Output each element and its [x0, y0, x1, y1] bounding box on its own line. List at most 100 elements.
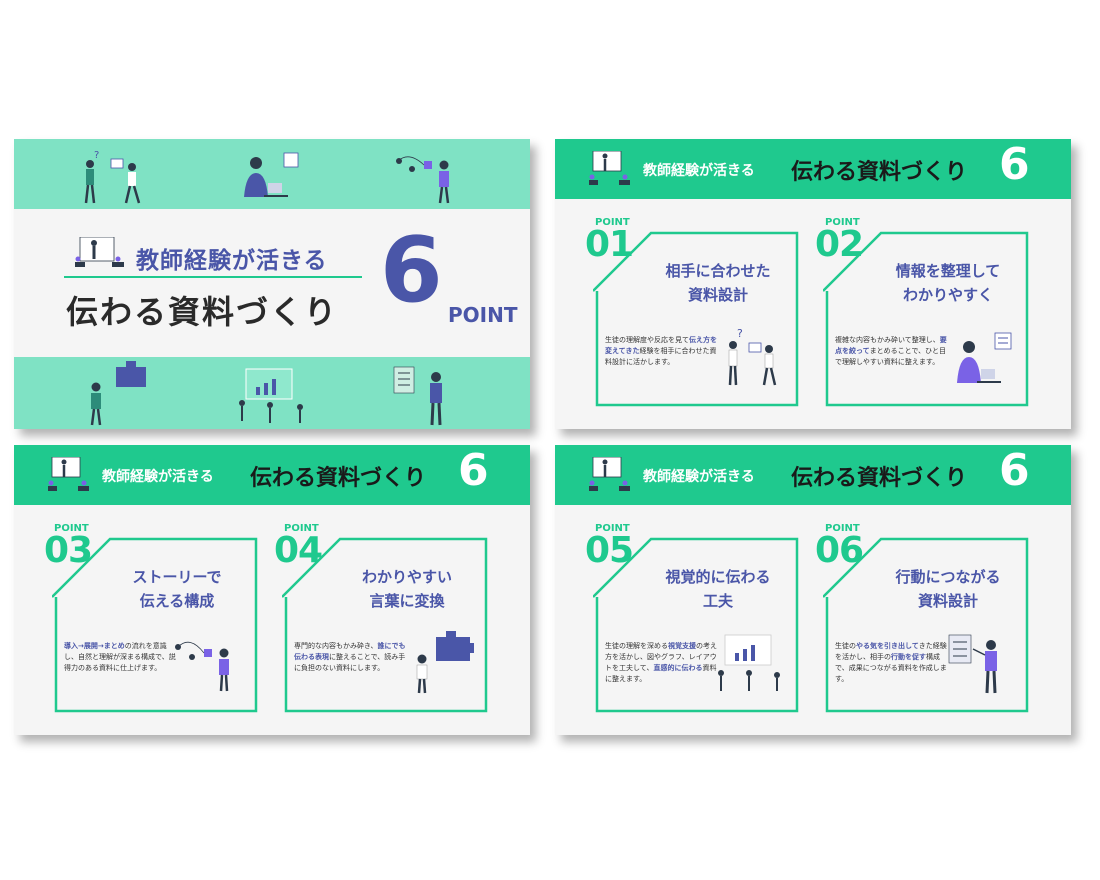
svg-text:?: ?: [737, 327, 743, 340]
point-number: 05: [585, 530, 634, 571]
house-frame: [823, 537, 1029, 713]
chart-board-icon: [718, 634, 780, 691]
point-title: わかりやすい言葉に変換: [332, 565, 482, 613]
point-label: POINT: [595, 217, 630, 228]
point-description: 専門的な内容もかみ砕き、誰にでも伝わる表現に整えることで、読み手に負担のない資料…: [294, 641, 406, 674]
checklist-person-icon: [393, 366, 442, 426]
description-text: きた経験を活かし、相手の: [835, 642, 947, 661]
description-text: に整えることで、読み手に負担のない資料にします。: [294, 653, 406, 672]
description-text: の流れを意識し、自然と理解が深まる構成で、説得力のある資料に仕上げます。: [64, 642, 176, 672]
title-subtitle: 教師経験が活きる: [136, 248, 328, 274]
description-text: 経験を相手に合わせた資料設計に活かします。: [605, 347, 717, 366]
title-divider: [64, 276, 362, 278]
laptop-person-icon: [244, 152, 299, 197]
description-text: 構成で、成果につながる資料を作成します。: [835, 653, 947, 683]
description-text: 資料に整えます。: [605, 664, 717, 683]
top-illustration-band: ?: [14, 139, 530, 209]
point-number: 06: [815, 530, 864, 571]
checklist-person-icon: [948, 634, 997, 694]
point-title-line: 情報を整理して: [895, 262, 1001, 280]
teacher-question-icon: ?: [728, 327, 777, 386]
point-title-line: 視覚的に伝わる: [665, 568, 771, 586]
header-subtitle: 教師経験が活きる: [102, 469, 214, 485]
point-title-line: 言葉に変換: [369, 592, 445, 610]
house-frame: [593, 231, 799, 407]
point-title: 行動につながる資料設計: [873, 565, 1023, 613]
description-text: 生徒の理解を深める: [605, 642, 668, 650]
point-description: 導入→展開→まとめの流れを意識し、自然と理解が深まる構成で、説得力のある資料に仕…: [64, 641, 176, 674]
title-point-word: POINT: [448, 303, 518, 327]
point-title-line: 相手に合わせた: [665, 262, 771, 280]
point-title-line: 行動につながる: [895, 568, 1001, 586]
flow-person-icon: [396, 156, 450, 204]
description-text: まとめることで、ひと目で理解しやすい資料に整えます。: [835, 347, 946, 366]
highlight-text: 視覚支援: [668, 642, 696, 650]
point-number: 01: [585, 224, 634, 265]
point-label: POINT: [825, 217, 860, 228]
highlight-text: やる気を引き出して: [856, 642, 919, 650]
point-description: 生徒のやる気を引き出してきた経験を活かし、相手の行動を促す構成で、成果につながる…: [835, 641, 947, 685]
highlight-text: 導入→展開→まとめ: [64, 642, 125, 650]
point-description: 複雑な内容もかみ砕いて整理し、要点を絞ってまとめることで、ひと目で理解しやすい資…: [835, 335, 947, 368]
highlight-text: 誰にでも伝わる表現: [294, 642, 406, 661]
point-title-line: 資料設計: [917, 592, 978, 610]
highlight-text: 直感的に伝わる: [653, 664, 703, 672]
description-text: 生徒の: [835, 642, 856, 650]
svg-text:?: ?: [94, 150, 99, 161]
point-title-line: 工夫: [702, 592, 733, 610]
description-text: の考え方を活かし、図やグラフ、レイアウトを工夫して、: [605, 642, 717, 672]
point-label: POINT: [284, 523, 319, 534]
description-text: 複雑な内容もかみ砕いて整理し、: [835, 336, 940, 344]
classroom-icon: [589, 457, 630, 491]
highlight-text: 伝え方を変えてきた: [605, 336, 717, 355]
house-frame: [593, 537, 799, 713]
header-title: 伝わる資料づくり: [250, 466, 427, 491]
house-frame: [282, 537, 488, 713]
point-label: POINT: [595, 523, 630, 534]
point-title: 視覚的に伝わる工夫: [643, 565, 793, 613]
point-title-line: 資料設計: [687, 286, 748, 304]
people-illustrations-top: ?: [84, 150, 450, 204]
header-subtitle: 教師経験が活きる: [643, 163, 755, 179]
header-number: 6: [458, 445, 489, 496]
highlight-text: 要点を絞って: [835, 336, 947, 355]
point-number: 04: [274, 530, 323, 571]
header-title: 伝わる資料づくり: [791, 160, 968, 185]
point-title: ストーリーで伝える構成: [102, 565, 252, 613]
slide-header: 教師経験が活きる 伝わる資料づくり 6: [555, 139, 1071, 199]
house-frame: [52, 537, 258, 713]
description-text: 専門的な内容もかみ砕き、: [294, 642, 378, 650]
point-title-line: わかりやすく: [902, 286, 993, 304]
point-title: 情報を整理してわかりやすく: [873, 259, 1023, 307]
flow-person-icon: [175, 641, 229, 692]
bottom-illustration-band: [14, 357, 530, 429]
point-label: POINT: [54, 523, 89, 534]
point-number: 03: [44, 530, 93, 571]
laptop-person-icon: [957, 332, 1012, 383]
question-people-icon: ?: [84, 150, 141, 204]
header-number: 6: [999, 445, 1030, 496]
classroom-icon: [48, 457, 89, 491]
slide-header: 教師経験が活きる 伝わる資料づくり 6: [14, 445, 530, 505]
header-title: 伝わる資料づくり: [791, 466, 968, 491]
header-number: 6: [999, 139, 1030, 190]
point-number: 02: [815, 224, 864, 265]
point-title-line: ストーリーで: [132, 568, 222, 586]
point-title: 相手に合わせた資料設計: [643, 259, 793, 307]
title-number: 6: [380, 218, 443, 323]
house-frame: [823, 231, 1029, 407]
classroom-icon: [75, 237, 124, 267]
title-slide: ? 教師経験が活きる 伝わる資料づくり 6 POINT: [14, 139, 530, 429]
point-title-line: わかりやすい: [361, 568, 452, 586]
people-illustrations-bottom: [90, 361, 442, 426]
classroom-icon: [589, 151, 630, 185]
highlight-text: 行動を促す: [891, 653, 926, 661]
